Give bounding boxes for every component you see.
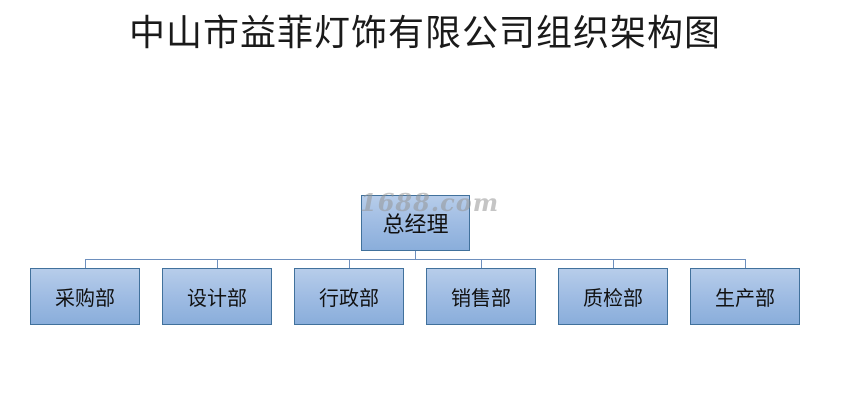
connector-dept-1	[85, 259, 86, 268]
node-department-procurement: 采购部	[30, 268, 140, 325]
connector-dept-5	[613, 259, 614, 268]
node-department-label: 设计部	[187, 286, 247, 310]
connector-dept-2	[217, 259, 218, 268]
node-department-administration: 行政部	[294, 268, 404, 325]
node-department-design: 设计部	[162, 268, 272, 325]
watermark-logo: 1688.com	[360, 188, 500, 217]
connector-root-down	[415, 251, 416, 259]
node-department-quality-control: 质检部	[558, 268, 668, 325]
node-department-label: 采购部	[55, 286, 115, 310]
node-department-label: 生产部	[715, 286, 775, 310]
connector-dept-3	[349, 259, 350, 268]
connector-horizontal-bus	[85, 259, 746, 260]
node-department-sales: 销售部	[426, 268, 536, 325]
chart-title: 中山市益菲灯饰有限公司组织架构图	[128, 13, 721, 54]
connector-dept-6	[745, 259, 746, 268]
node-department-label: 销售部	[451, 286, 511, 310]
connector-dept-4	[481, 259, 482, 268]
node-department-production: 生产部	[690, 268, 800, 325]
node-department-label: 质检部	[583, 286, 643, 310]
node-department-label: 行政部	[319, 286, 379, 310]
node-general-manager-label: 总经理	[382, 213, 449, 238]
node-general-manager: 总经理	[361, 195, 470, 251]
